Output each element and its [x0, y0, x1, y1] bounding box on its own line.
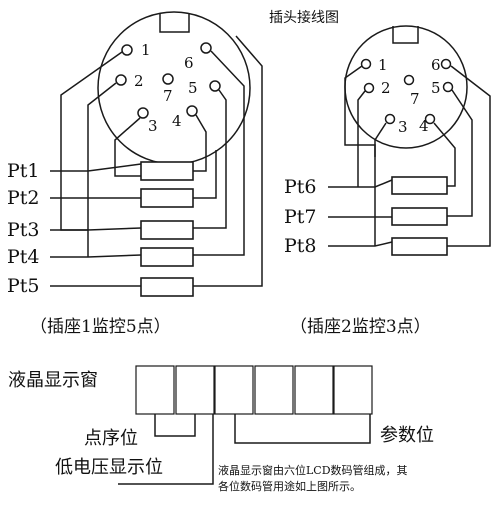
- plug-title: 插头接线图: [269, 9, 339, 26]
- socket2-caption: （插座2监控3点）: [290, 317, 431, 337]
- socket1-pin-hole-6: [200, 42, 212, 54]
- lcd-param-label: 参数位: [380, 425, 434, 446]
- lcd-cell-4: [254, 365, 294, 415]
- socket1-wire-pin7: [193, 150, 217, 199]
- socket2-wire-pin6: [447, 65, 491, 247]
- socket2-lead-pt8: [328, 241, 393, 247]
- socket1-wiring: Pt1 Pt2 Pt3 Pt4 Pt5 （插座1监控5点）: [7, 35, 263, 337]
- socket1-wire-pin1: [60, 51, 123, 231]
- socket2-pin-2: 2: [381, 79, 391, 97]
- lcd-note-line-1: 液晶显示窗由六位LCD数码管组成，其: [218, 463, 408, 477]
- socket2-wire-pin1: [344, 65, 376, 246]
- socket2-key-notch: [392, 26, 419, 44]
- socket1-wire-pin3: [114, 117, 141, 177]
- socket2-pin-hole-1: [360, 58, 372, 70]
- lcd-cell-6: [333, 365, 373, 415]
- socket1-pin-hole-5: [209, 80, 221, 92]
- socket2-point-pt8: Pt8: [284, 235, 317, 257]
- socket1-pin-hole-3: [137, 107, 149, 119]
- socket1-point-pt2: Pt2: [7, 187, 40, 209]
- socket1-wire-return: [193, 35, 263, 287]
- lcd-point-order-label: 点序位: [84, 428, 138, 449]
- socket1-wire-pin5: [193, 89, 227, 229]
- socket2-wire-pin4: [433, 122, 456, 187]
- socket1-pin-hole-2: [115, 74, 127, 86]
- socket1-circle: [97, 11, 251, 165]
- socket2-pin-hole-7: [403, 74, 415, 86]
- socket1-pin-hole-4: [186, 105, 198, 117]
- socket2-pin-hole-2: [363, 82, 375, 94]
- socket1-wire-pin6: [193, 50, 245, 256]
- lcd-display: 液晶显示窗 点序位 参数位 低电压显示位 液晶显示窗由六位LCD数码管组成，其 …: [8, 365, 434, 493]
- socket1-pin-3: 3: [148, 117, 158, 135]
- socket2-pin-hole-5: [442, 81, 454, 93]
- lcd-cell-1: [135, 365, 175, 415]
- socket2-wiring: Pt6 Pt7 Pt8 （插座2监控3点）: [284, 65, 491, 337]
- socket1-wire-pin2: [87, 82, 117, 257]
- socket1-resistor-3: [140, 220, 194, 240]
- socket2-pin-hole-3: [384, 113, 396, 125]
- lcd-bracket-point-order: [154, 414, 196, 437]
- socket1-pin-5: 5: [188, 79, 198, 97]
- lcd-label: 液晶显示窗: [8, 370, 98, 391]
- socket1-resistor-4: [140, 247, 194, 267]
- lcd-leader-low-voltage: [118, 414, 214, 485]
- socket2-pin-6: 6: [431, 56, 441, 74]
- socket1-caption: （插座1监控5点）: [30, 317, 171, 337]
- socket1-point-pt4: Pt4: [7, 246, 40, 268]
- socket2-resistor-2: [391, 207, 448, 226]
- socket1-point-pt5: Pt5: [7, 275, 40, 297]
- lcd-bracket-params: [234, 414, 371, 444]
- lcd-cell-3: [214, 365, 254, 415]
- socket2-resistor-3: [391, 237, 448, 256]
- lcd-cell-2: [175, 365, 215, 415]
- socket2-pin-1: 1: [378, 56, 388, 74]
- socket2-resistor-1: [391, 176, 448, 195]
- socket2-wire-pin3: [374, 122, 387, 157]
- socket2-pin-7: 7: [410, 90, 420, 108]
- socket1-plug: 1 2 3 4 5 6 7: [97, 11, 251, 165]
- lcd-low-voltage-label: 低电压显示位: [55, 457, 163, 478]
- socket1-lead-pt1: [50, 163, 142, 172]
- socket2-point-pt7: Pt7: [284, 206, 317, 228]
- socket1-wire-pin4: [193, 114, 207, 172]
- lcd-cell-5: [294, 365, 334, 415]
- socket1-resistor-5: [140, 277, 194, 297]
- socket1-lead-pt4: [50, 254, 142, 258]
- socket1-pin-7: 7: [163, 87, 173, 105]
- socket2-plug: 1 2 3 4 5 6 7: [344, 25, 468, 149]
- socket1-key-notch: [159, 13, 190, 33]
- socket1-pin-4: 4: [172, 112, 182, 130]
- socket1-point-pt3: Pt3: [7, 219, 40, 241]
- socket2-wire-pin5: [447, 89, 473, 217]
- socket2-wire-pin2: [357, 90, 366, 187]
- socket1-resistor-2: [140, 188, 194, 208]
- socket2-pin-4: 4: [419, 117, 429, 135]
- lcd-note-line-2: 各位数码管用途如上图所示。: [218, 479, 361, 493]
- socket2-point-pt6: Pt6: [284, 176, 317, 198]
- socket1-pin-2: 2: [134, 72, 144, 90]
- socket1-pin-hole-1: [121, 44, 133, 56]
- socket1-pin-6: 6: [184, 54, 194, 72]
- socket1-resistor-1: [140, 161, 194, 181]
- socket2-pin-hole-6: [440, 58, 452, 70]
- socket1-pin-1: 1: [141, 41, 151, 59]
- socket2-lead-pt6: [328, 179, 393, 188]
- socket1-pin-hole-7: [162, 73, 174, 85]
- socket2-pin-hole-4: [424, 113, 436, 125]
- socket2-pin-5: 5: [431, 79, 441, 97]
- socket1-point-pt1: Pt1: [7, 160, 40, 182]
- socket2-pin-3: 3: [398, 118, 408, 136]
